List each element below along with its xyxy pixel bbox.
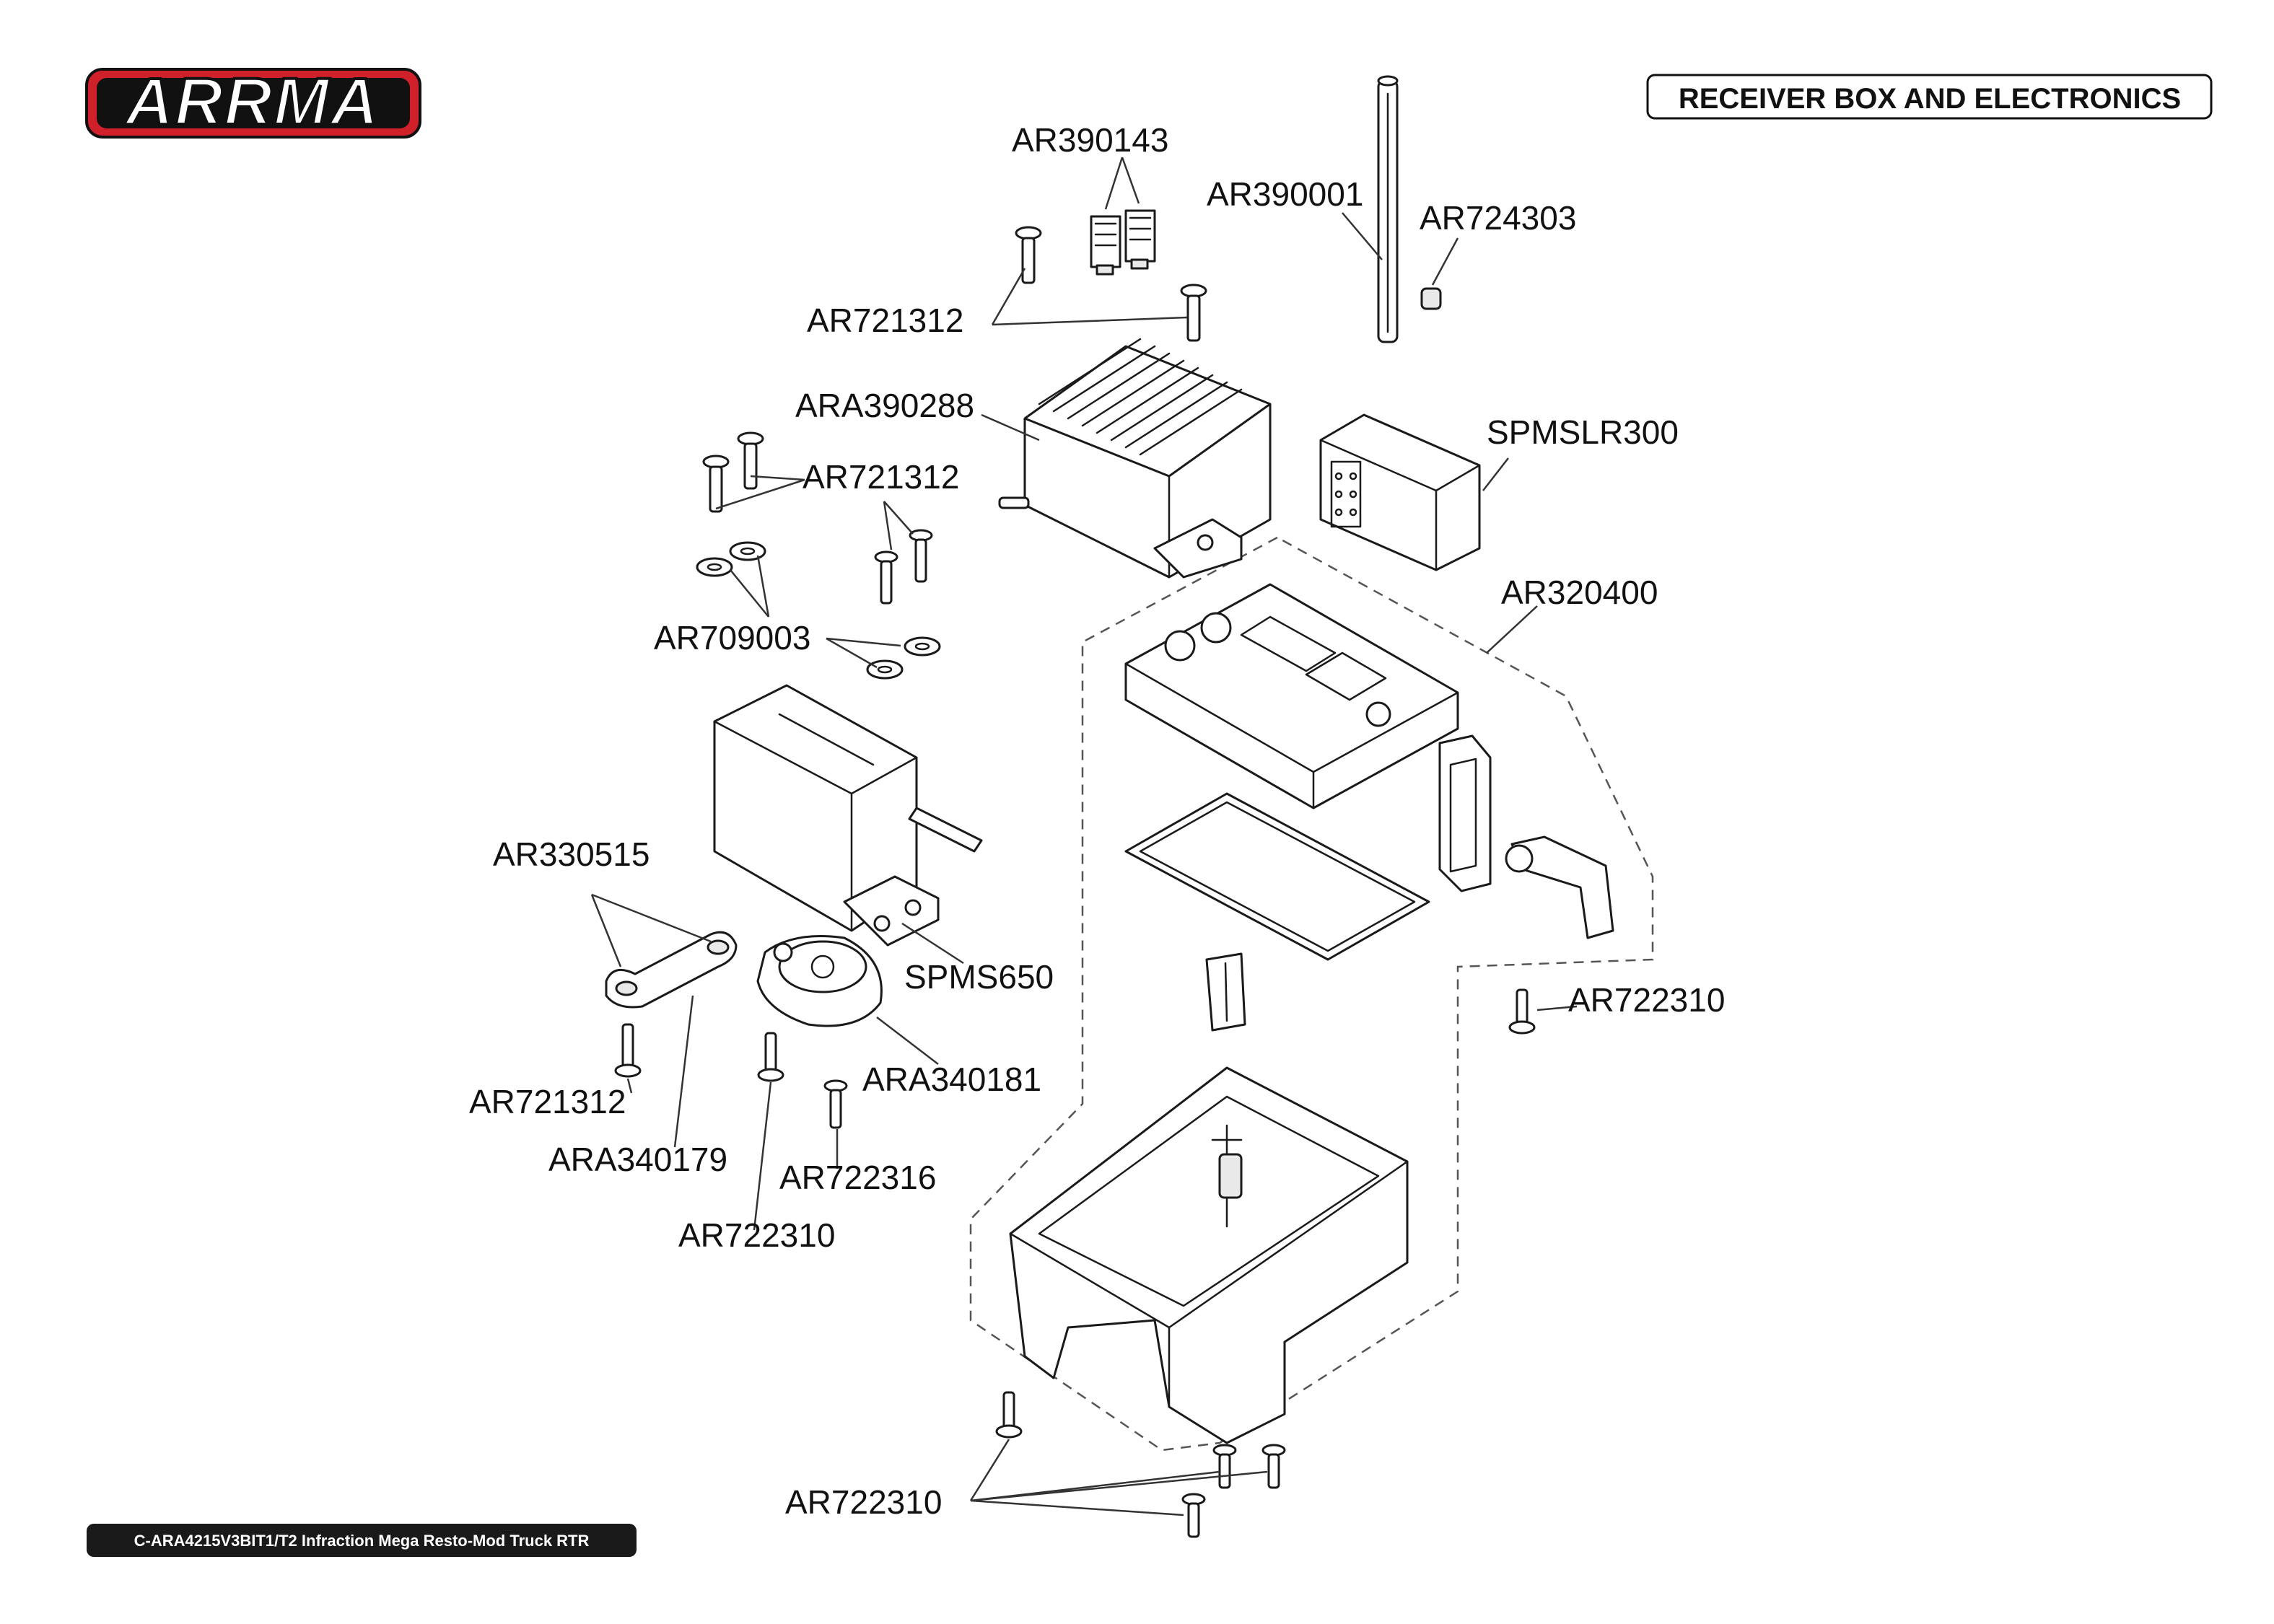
screw-low-2 (757, 1032, 784, 1082)
latch-clip (1438, 734, 1492, 892)
callout-ar722310-low: AR722310 (678, 1216, 835, 1254)
washer-4 (866, 659, 904, 680)
footer-bar: C-ARA4215V3BIT1/T2 Infraction Mega Resto… (87, 1524, 637, 1557)
screw-right (1508, 988, 1536, 1035)
section-title-box: RECEIVER BOX AND ELECTRONICS (1646, 74, 2213, 120)
model-name-text: C-ARA4215V3BIT1/T2 Infraction Mega Resto… (134, 1532, 590, 1550)
servo-unit (713, 684, 983, 947)
callout-ara340181: ARA340181 (862, 1061, 1041, 1098)
screw-mid-4 (909, 529, 933, 583)
washer-1 (696, 557, 733, 577)
esc-heatsink-unit (998, 338, 1272, 579)
receiver-unit (1319, 413, 1481, 571)
receiver-box-base (1009, 1066, 1409, 1444)
screw-low-3 (823, 1079, 848, 1129)
callout-ar722310-right: AR722310 (1568, 981, 1725, 1019)
brand-logo: ARRMA (85, 63, 421, 140)
callout-ara390288: ARA390288 (795, 387, 974, 424)
callout-ar330515: AR330515 (493, 835, 650, 873)
callout-ar721312-mid: AR721312 (803, 458, 959, 496)
callout-ar722310-bottom: AR722310 (785, 1483, 942, 1521)
callout-spms650: SPMS650 (904, 958, 1054, 996)
washer-3 (904, 636, 941, 657)
callout-ar724303: AR724303 (1420, 199, 1576, 237)
screw-bottom-3 (1261, 1444, 1286, 1489)
callout-spmslr300: SPMSLR300 (1487, 413, 1679, 451)
section-title: RECEIVER BOX AND ELECTRONICS (1679, 83, 2181, 115)
callout-ar709003: AR709003 (654, 619, 810, 657)
screw-mid-2 (737, 431, 764, 490)
callout-labels: AR390143 AR390001 AR724303 AR721312 ARA3… (469, 121, 1725, 1521)
servo-saver-horn (756, 935, 883, 1027)
connector-plugs (1090, 209, 1156, 276)
antenna-bushing (1420, 287, 1442, 310)
callout-ar721312-low: AR721312 (469, 1083, 626, 1120)
latch-lever (1505, 835, 1614, 939)
washer-2 (729, 541, 766, 561)
callout-ar390143: AR390143 (1012, 121, 1168, 159)
screw-bottom-2 (1212, 1444, 1237, 1489)
screw-low-1 (614, 1023, 642, 1078)
receiver-box-lid (1124, 583, 1459, 809)
receiver-box-outline (969, 536, 1654, 1452)
antenna-tube (1377, 75, 1399, 343)
screw-top-right (1180, 284, 1207, 342)
screw-top-left (1015, 226, 1042, 284)
brand-logo-text: ARRMA (124, 65, 380, 139)
lid-gasket (1124, 792, 1430, 961)
callout-ar390001: AR390001 (1207, 175, 1363, 213)
callout-ar721312-top: AR721312 (807, 302, 963, 339)
callout-ara340179: ARA340179 (548, 1141, 727, 1178)
callout-ar320400: AR320400 (1501, 574, 1658, 611)
screw-bottom-1 (995, 1391, 1023, 1439)
leader-lines (590, 157, 1578, 1517)
callout-ar722316: AR722316 (779, 1159, 936, 1196)
screw-mid-1 (702, 455, 730, 513)
screw-mid-3 (874, 550, 898, 605)
small-clip (1205, 952, 1246, 1032)
screw-bottom-4 (1181, 1493, 1206, 1538)
servo-link-arm (605, 931, 738, 1009)
